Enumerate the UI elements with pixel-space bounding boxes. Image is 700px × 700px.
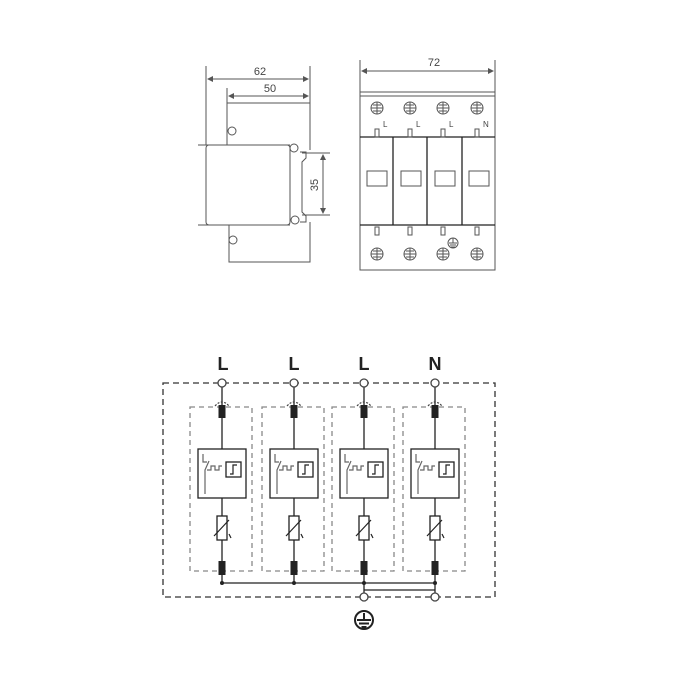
status-window <box>400 170 422 187</box>
terminal-bottom-4 <box>470 247 484 261</box>
dim-width: 72 <box>428 57 440 69</box>
earth-icon <box>354 610 374 630</box>
dim-body-depth: 50 <box>264 83 276 95</box>
status-window <box>434 170 456 187</box>
terminal-top-1 <box>370 101 384 138</box>
terminal-bottom-2 <box>403 247 417 261</box>
dim-overall-depth: 62 <box>254 66 266 78</box>
status-window <box>468 170 490 187</box>
pe-terminal <box>359 592 369 602</box>
terminal-label: L <box>383 120 388 129</box>
terminal-top-3 <box>436 101 450 138</box>
terminal-label: N <box>483 120 489 129</box>
pole-label: N <box>429 354 442 374</box>
pe-terminal <box>430 592 440 602</box>
terminal-bottom-1 <box>370 247 384 261</box>
terminal-label: L <box>449 120 454 129</box>
pole-module-1 <box>189 378 253 583</box>
front-view: 72 L L L N <box>359 57 496 271</box>
pole-module-2 <box>261 378 325 583</box>
circuit-diagram: L L L N <box>162 354 496 630</box>
pole-label: L <box>218 354 229 374</box>
terminal-top-4 <box>470 101 484 138</box>
status-window <box>366 170 388 187</box>
pole-label: L <box>289 354 300 374</box>
pole-module-4 <box>402 378 466 583</box>
terminal-top-2 <box>403 101 417 138</box>
terminal-bottom-3 <box>436 247 450 261</box>
terminal-label: L <box>416 120 421 129</box>
pole-module-3 <box>331 378 395 583</box>
side-view: 62 50 35 <box>198 66 330 263</box>
ground-mark-icon <box>447 237 459 249</box>
dim-rail-width: 35 <box>309 179 321 191</box>
pole-label: L <box>359 354 370 374</box>
